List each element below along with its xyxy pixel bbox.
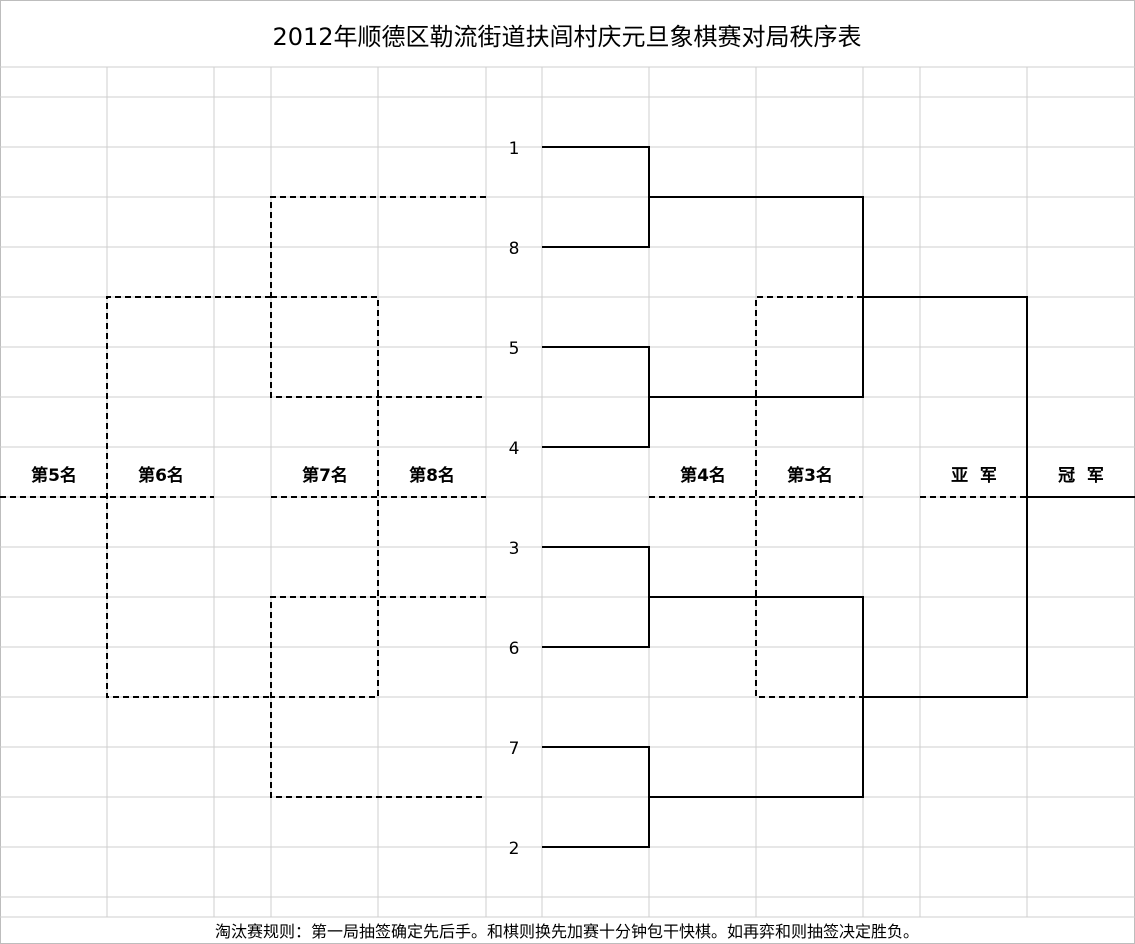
seed-1: 1	[509, 139, 520, 159]
label-sixth: 第6名	[138, 465, 184, 486]
label-eighth: 第8名	[409, 465, 455, 486]
seed-2: 2	[509, 839, 520, 859]
label-fifth: 第5名	[31, 465, 77, 486]
consolation-bracket	[0, 196, 486, 798]
label-fourth: 第4名	[680, 465, 726, 486]
seed-6: 6	[509, 639, 520, 659]
placement-labels: 第5名 第6名 第7名 第8名 第4名 第3名 亚 军 冠 军	[31, 465, 1104, 486]
footer-rules: 淘汰赛规则：第一局抽签确定先后手。和棋则换先加赛十分钟包干快棋。如再弈和则抽签决…	[215, 922, 919, 941]
label-seventh: 第7名	[302, 465, 348, 486]
seed-7: 7	[509, 739, 520, 759]
seed-4: 4	[509, 439, 520, 459]
seventh-place-match	[271, 296, 379, 698]
seed-3: 3	[509, 539, 520, 559]
fifth-place-match	[106, 296, 271, 698]
label-champion: 冠 军	[1058, 466, 1104, 486]
seed-8: 8	[509, 239, 520, 259]
label-third: 第3名	[787, 465, 833, 486]
third-place-match	[755, 296, 863, 698]
seed-5: 5	[509, 339, 520, 359]
third-place-bracket	[649, 296, 1027, 698]
page-title: 2012年顺德区勒流街道扶闾村庆元旦象棋赛对局秩序表	[272, 23, 861, 51]
label-runner-up: 亚 军	[951, 466, 997, 486]
spreadsheet-grid	[0, 66, 1135, 918]
seed-list: 1 8 5 4 3 6 7 2	[509, 139, 520, 859]
